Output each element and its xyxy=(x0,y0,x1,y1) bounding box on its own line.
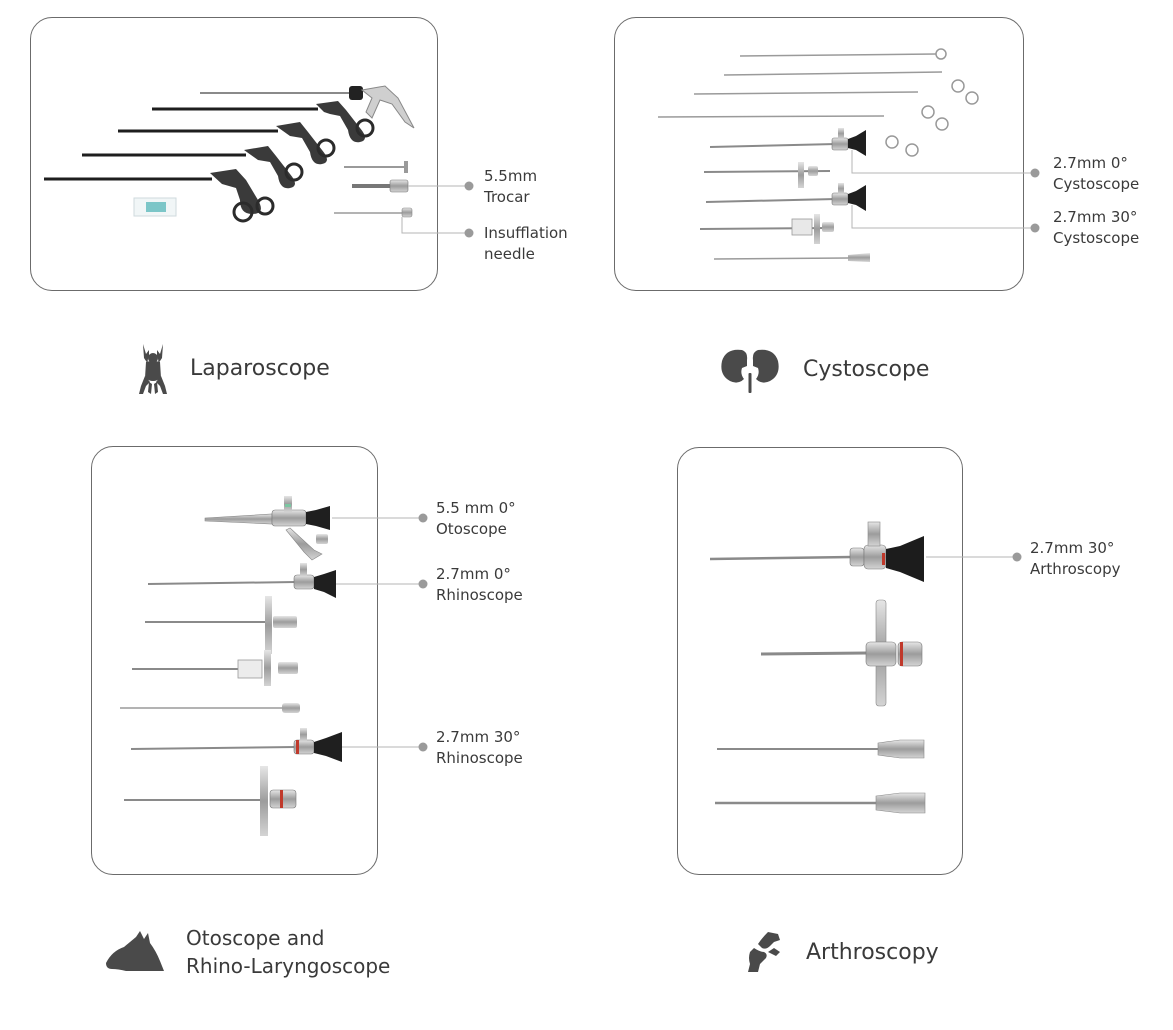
knee-joint-icon xyxy=(748,932,780,972)
section-title-arthroscopy: Arthroscopy xyxy=(806,940,939,965)
trocar-illustration xyxy=(344,161,409,193)
rhinoscope-operating-sheath-illustration xyxy=(124,766,297,836)
insufflation-needle-illustration xyxy=(334,207,413,218)
cystoscope-panel xyxy=(614,17,1024,291)
arthroscope-sheath-illustration xyxy=(760,599,923,707)
otoscope-illustration xyxy=(204,496,330,561)
frog-icon xyxy=(139,344,167,394)
section-title-laparoscope: Laparoscope xyxy=(190,356,330,381)
rhinoscope-30-illustration xyxy=(130,728,342,762)
callout-arthroscopy: 2.7mm 30° Arthroscopy xyxy=(1030,539,1121,578)
callout-cystoscope-0: 2.7mm 0° Cystoscope xyxy=(1053,154,1140,193)
cystoscope-sheath-illustration xyxy=(703,162,831,188)
rhinoscope-obturator-illustration xyxy=(120,703,300,713)
callout-rhinoscope-0: 2.7mm 0° Rhinoscope xyxy=(436,565,523,604)
cystoscope-30-illustration xyxy=(705,183,866,211)
cystoscope-0-illustration xyxy=(709,128,866,156)
section-title-otoscope: Otoscope and Rhino-Laryngoscope xyxy=(186,926,391,978)
section-title-cystoscope: Cystoscope xyxy=(803,357,930,382)
cystoscope-obturator-illustration xyxy=(713,257,849,260)
laparoscopic-forceps-set xyxy=(44,85,415,223)
cystoscopic-forceps-set xyxy=(657,48,979,157)
callout-insufflation-needle: Insufflation needle xyxy=(484,224,568,263)
arthroscope-obturator-illustration xyxy=(715,739,926,814)
arthroscope-illustration xyxy=(709,521,924,582)
callout-cystoscope-30: 2.7mm 30° Cystoscope xyxy=(1053,208,1140,247)
dog-head-icon xyxy=(106,931,164,971)
callout-rhinoscope-30: 2.7mm 30° Rhinoscope xyxy=(436,728,523,767)
rhinoscope-0-illustration xyxy=(147,563,336,598)
kidneys-icon xyxy=(721,349,779,393)
rhinoscope-bridge-illustration xyxy=(132,650,298,686)
cystoscope-bridge-illustration xyxy=(699,214,834,244)
rhinoscope-sheath-illustration xyxy=(145,596,297,654)
callout-trocar: 5.5mm Trocar xyxy=(484,167,538,206)
callout-otoscope: 5.5 mm 0° Otoscope xyxy=(436,499,516,538)
